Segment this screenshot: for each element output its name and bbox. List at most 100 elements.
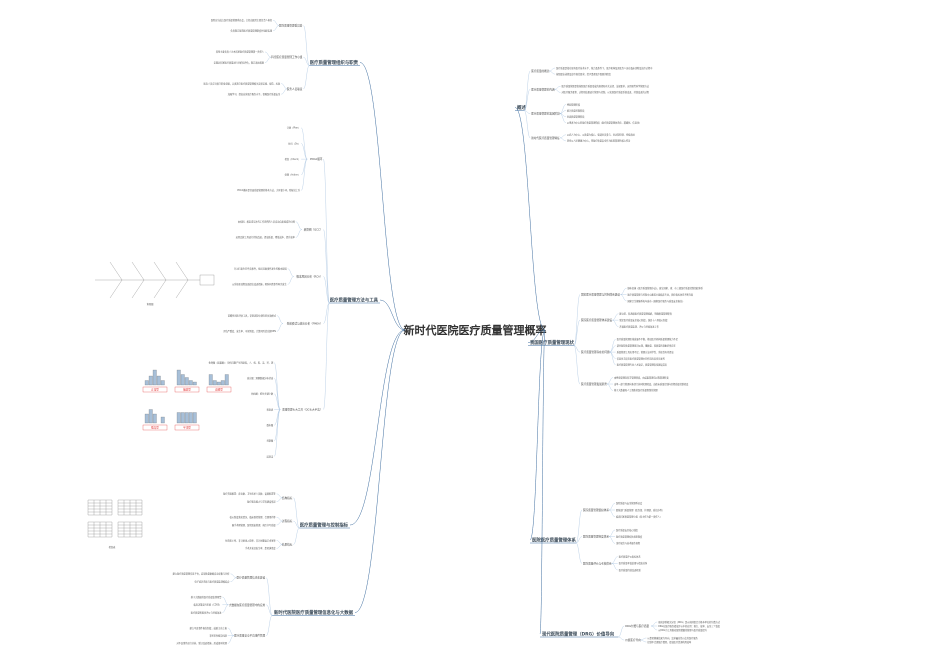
detail-right: 由单一部门管理向多部门协同管理转变，由终末质量控制向全程质量控制转变 (614, 382, 689, 386)
connector-line (303, 25, 310, 66)
detail-right: 诊疗规范与技术操作规程 (616, 541, 641, 545)
connector-line (539, 329, 546, 635)
branch-left-2[interactable]: 医疗质量管理与控制指标 (300, 522, 349, 529)
detail-right: 信息化手段在医疗质量管理中的作用尚未充分发挥 (617, 356, 666, 360)
topic-right-0-1[interactable]: 医疗质量管理的内涵 (531, 87, 555, 91)
connector-line (524, 89, 531, 111)
branch-right-2[interactable]: 医院医疗质量管理体系 (532, 537, 577, 544)
connector-line (549, 70, 556, 75)
branch-left-1[interactable]: 医疗质量管理方法与工具 (330, 297, 379, 304)
topic-right-0-2[interactable]: 医疗质量管理的发展阶段 (531, 112, 560, 116)
detail-left: 科室主要负责人为本科室医疗质量管理第一责任人 (216, 50, 265, 54)
detail-right: 经验管理阶段 (567, 102, 581, 106)
topic-left-3-1[interactable]: 大数据在医疗质量管理中的应用 (229, 603, 266, 607)
topic-left-0-1[interactable]: 科室医疗质量管理工作小组 (271, 55, 303, 59)
connector-line (573, 345, 581, 353)
connector-line (295, 229, 302, 238)
detail-left: 建立不良事件报告制度，鼓励主动上报 (190, 626, 228, 630)
topic-left-1-3[interactable]: 失效模式与效应分析（FMEA） (287, 321, 323, 325)
connector-line (349, 329, 406, 526)
topic-left-3-0[interactable]: 医疗质量管理信息化建设 (237, 576, 266, 580)
branch-right-1[interactable]: 我国医疗质量管理现状 (530, 339, 575, 346)
topic-left-1-4[interactable]: 质量管理七大工具（QC七大手法） (282, 408, 322, 412)
connector-line (612, 319, 619, 327)
detail-left: 直方图：观察数据分布状态 (247, 376, 274, 380)
topic-left-2-1[interactable]: 过程指标 (282, 519, 293, 523)
branch-right-0[interactable]: 概述 (517, 104, 526, 111)
branch-left-3[interactable]: 新时代医院医疗质量管理信息化与大数据 (274, 609, 354, 616)
topic-left-2-2[interactable]: 结果指标 (282, 542, 293, 546)
topic-right-0-3[interactable]: 新时代医疗质量管理特征 (531, 136, 560, 140)
topic-right-2-2[interactable]: 医院质量评价与考核体系 (583, 561, 612, 565)
connector-line (276, 520, 283, 526)
detail-left: PDCA循环是全面质量管理的基本方法，大环套小环，阶梯式上升 (237, 188, 301, 192)
connector-line (274, 409, 281, 457)
topic-left-1-2[interactable]: 根本原因分析（RCA） (296, 275, 322, 279)
connector-line (266, 577, 273, 616)
detail-right: 开展医疗质量监测、评价与持续改进工作 (619, 324, 659, 328)
connector-line (227, 627, 234, 636)
detail-right: 部分医院质量管理意识淡薄，重数量、轻质量的现象仍然存在 (617, 343, 677, 347)
connector-line (274, 409, 281, 442)
topic-left-1-1[interactable]: 品管圈（QCC） (304, 228, 323, 232)
topic-right-3-0[interactable]: DRG付费与医疗质量 (625, 624, 649, 628)
topic-right-0-0[interactable]: 医疗质量的概念 (531, 69, 550, 73)
connector-line (276, 517, 283, 522)
connector-line (620, 288, 627, 295)
detail-left: 散布图 (267, 423, 274, 427)
topic-right-3-1[interactable]: 价值医疗导向 (625, 638, 641, 642)
connector-line (559, 113, 566, 123)
detail-left: 由相同、相近或互补的工作场所的人员自动自发组成的小圈 (238, 220, 295, 224)
topic-right-1-2[interactable]: 医疗质量管理存在的问题 (581, 350, 610, 354)
connector-line (266, 615, 273, 636)
detail-right: 全面质量管理阶段 (567, 114, 585, 118)
connector-line (281, 83, 288, 90)
detail-right: 对医疗服务要素、过程和结果进行管理与控制，以实现医疗质量系统改进、持续改进的过程 (562, 90, 650, 94)
connector-line (222, 604, 229, 613)
topic-left-1-0[interactable]: PDCA循环 (310, 157, 323, 161)
detail-right: 医疗质量管理是指按照医疗质量形成的规律和有关法律、法规要求，运用现代科学管理方法 (562, 84, 650, 88)
connector-line (524, 70, 531, 111)
histogram-label: 双峰型 (215, 388, 223, 392)
connector-line (276, 493, 283, 498)
topic-right-1-3[interactable]: 医疗质量管理发展趋势 (581, 382, 607, 386)
detail-left: 围手术期管理、医院感染管理、病历书写质量 (232, 523, 277, 527)
connector-line (230, 577, 237, 582)
detail-right: 控制不合理医疗费用，提高医疗资源利用效率 (647, 640, 692, 644)
histogram-4 (174, 412, 200, 431)
detail-left: 基于大数据的医疗质量监测预警 (191, 595, 222, 599)
histogram-0 (142, 369, 168, 393)
connector-line (276, 540, 283, 545)
connector-line (323, 302, 330, 324)
detail-right: 职能部门质量管理（医务部、护理部、质控办等） (616, 508, 664, 512)
topic-left-0-2[interactable]: 医务人员职责 (287, 87, 303, 91)
connector-line (609, 351, 616, 359)
branch-left-0[interactable]: 医疗质量管理组织与职责 (310, 59, 359, 66)
detail-right: 医疗质量持续改进机制 (619, 568, 642, 572)
check-table-1 (117, 499, 143, 516)
topic-right-1-1[interactable]: 医院医疗质量管理体系建设 (581, 318, 613, 322)
topic-right-2-0[interactable]: 医院质量管理组织体系 (583, 508, 609, 512)
detail-right: 医疗质量管理区域发展不平衡，基层医疗机构质量管理能力不足 (617, 337, 679, 341)
detail-right: 医疗质量管理专业人才缺乏，质量管理队伍建设滞后 (617, 363, 668, 367)
connector-line (323, 276, 330, 304)
detail-right: 按照职业道德及诊疗规范要求，给予患者医疗照顾的程度 (556, 72, 611, 76)
topic-right-2-1[interactable]: 医院质量管理制度体系 (583, 535, 609, 539)
topic-left-0-0[interactable]: 医院质量管理委员会 (279, 24, 303, 28)
connector-line (281, 88, 288, 95)
detail-left: 针对已发生的不良事件，找出导致事件发生的根本原因 (234, 266, 287, 270)
connector-line (618, 636, 625, 641)
branch-right-3[interactable]: 现代医院质量管理（DRG）价值导向 (542, 631, 615, 638)
histogram-2 (206, 374, 232, 393)
connector-line (573, 294, 581, 346)
connector-line (274, 378, 281, 410)
detail-left: 检查（Check） (285, 157, 300, 161)
topic-left-3-2[interactable]: 医疗质量安全不良事件管理 (234, 634, 266, 638)
detail-right: 医疗质量评价指标体系 (619, 554, 642, 558)
topic-right-1-0[interactable]: 国家医疗质量管理与控制体系建设 (581, 293, 620, 297)
connector-line (323, 158, 330, 304)
topic-left-2-0[interactable]: 结构指标 (282, 496, 293, 500)
detail-right: 以患者健康结果为导向，追求最佳性价比的医疗服务 (647, 636, 698, 640)
center-topic[interactable]: 新时代医院医疗质量管理概率 (404, 323, 547, 337)
fishbone-caption: 鱼骨图 (147, 302, 154, 306)
